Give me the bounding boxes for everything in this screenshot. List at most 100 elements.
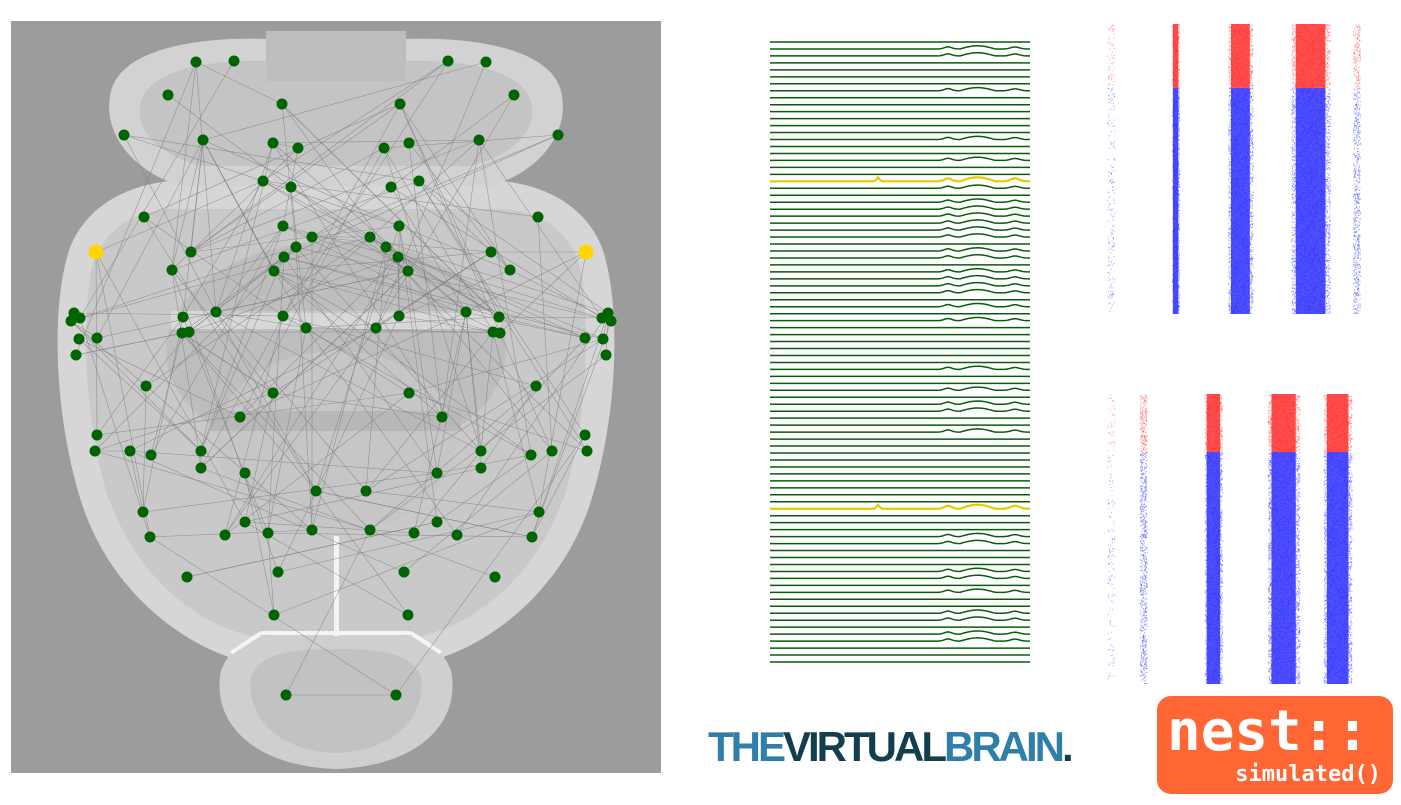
region-node <box>408 527 420 539</box>
time-series-trace <box>770 86 1030 92</box>
region-node <box>181 571 193 583</box>
region-node <box>138 211 150 223</box>
nest-logo-subtitle: simulated() <box>1235 762 1381 788</box>
region-node <box>413 175 425 187</box>
region-node <box>91 332 103 344</box>
region-node <box>190 56 202 68</box>
region-node <box>74 312 86 324</box>
raster-column <box>1204 394 1224 684</box>
connection-edge <box>94 392 274 452</box>
region-node <box>493 311 505 323</box>
time-series-trace <box>770 567 1030 573</box>
time-series-trace <box>770 532 1030 538</box>
connection-edge <box>244 521 415 534</box>
connection-edge <box>95 251 246 523</box>
connection-edge <box>190 139 480 253</box>
connection-edge <box>311 134 559 238</box>
time-series-trace <box>770 226 1030 231</box>
connection-edge <box>397 256 400 317</box>
connection-edge <box>531 320 612 538</box>
connection-edge <box>150 332 183 456</box>
region-node <box>402 609 414 621</box>
connection-edge <box>150 225 284 456</box>
region-node <box>257 175 269 187</box>
connection-edge <box>224 392 410 536</box>
highlighted-time-series-trace <box>770 175 1030 183</box>
connection-edge <box>79 317 151 538</box>
time-series-trace <box>770 219 1030 224</box>
connection-edge <box>385 246 553 452</box>
region-node <box>73 333 85 345</box>
connection-edge <box>315 490 409 616</box>
region-node <box>392 251 404 263</box>
connection-edge <box>272 139 480 144</box>
connection-edge <box>283 256 604 340</box>
region-node <box>234 411 246 423</box>
region-node <box>526 531 538 543</box>
connection-edge <box>290 186 307 329</box>
connection-edge <box>272 142 467 313</box>
connection-edge <box>531 434 586 538</box>
connection-edge <box>531 312 609 538</box>
region-node <box>268 609 280 621</box>
connection-edge <box>200 142 274 452</box>
connection-edge <box>181 332 317 492</box>
connection-edge <box>215 311 307 329</box>
connection-edge <box>390 186 467 313</box>
time-series-trace <box>770 281 1030 287</box>
connection-edge <box>142 316 184 513</box>
region-node <box>532 211 544 223</box>
time-series-trace <box>770 609 1030 614</box>
region-node <box>597 333 609 345</box>
region-node <box>390 689 402 701</box>
tvb-logo-virtual: VIRTUAL <box>783 723 947 770</box>
connectome-nodes <box>65 55 617 701</box>
connection-edge <box>70 320 202 452</box>
connection-edge <box>188 256 399 333</box>
connection-edge <box>70 236 371 322</box>
region-node <box>239 516 251 528</box>
connection-edge <box>244 472 275 616</box>
region-node <box>300 322 312 334</box>
time-series-trace <box>770 302 1030 308</box>
time-series-trace <box>770 247 1030 252</box>
connection-edge <box>215 311 317 492</box>
region-node <box>402 265 414 277</box>
connection-edge <box>465 251 587 313</box>
connection-edge <box>188 256 285 333</box>
connection-edge <box>290 186 409 272</box>
region-time-series-panel <box>770 41 1030 663</box>
connection-edge <box>277 511 540 573</box>
connection-edge <box>200 467 496 578</box>
connection-edge <box>181 246 297 334</box>
region-node <box>195 445 207 457</box>
region-node <box>124 445 136 457</box>
region-node <box>162 89 174 101</box>
connection-edge <box>398 225 511 271</box>
region-node <box>579 332 591 344</box>
connection-edge <box>195 61 217 313</box>
connection-edge <box>171 269 202 469</box>
raster-column <box>1353 24 1361 314</box>
time-series-trace <box>770 365 1030 371</box>
connection-edge <box>200 225 284 452</box>
connection-edge <box>538 251 587 513</box>
connection-edge <box>186 521 438 578</box>
region-node <box>277 310 289 322</box>
raster-column <box>1107 394 1116 680</box>
time-series-trace <box>770 205 1030 210</box>
time-series-trace <box>770 135 1030 141</box>
connection-edge <box>408 142 443 418</box>
connection-edge <box>200 315 284 469</box>
region-node <box>403 137 415 149</box>
connection-edge <box>369 354 607 531</box>
connection-edge <box>195 61 283 105</box>
connection-edge <box>385 246 586 339</box>
connection-edge <box>142 472 438 513</box>
region-node <box>185 246 197 258</box>
highlighted-region-node <box>88 244 104 260</box>
region-node <box>310 485 322 497</box>
time-series-trace <box>770 45 1030 50</box>
region-node <box>65 315 77 327</box>
connection-edge <box>215 142 274 313</box>
